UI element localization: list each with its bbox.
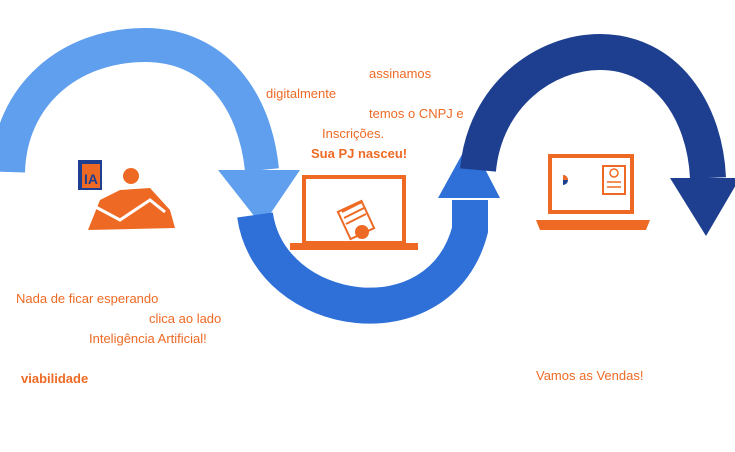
ia-badge: IA (84, 171, 98, 187)
step2-line4: Inscrições. (322, 126, 385, 141)
step2-line3: temos o CNPJ e (369, 106, 464, 121)
step1-line2: clica ao lado (149, 311, 222, 326)
step2-highlight: Sua PJ nasceu! (311, 146, 408, 161)
laptop-payment-icon (536, 154, 650, 230)
laptop-document-icon (290, 175, 418, 250)
step1-label: viabilidade (21, 371, 89, 386)
step1-line3: Inteligência Artificial! (89, 331, 207, 346)
arrow-step-1 (0, 27, 300, 226)
step1-line1: Nada de ficar esperando (16, 291, 159, 306)
ai-image-icon: IA (78, 160, 175, 230)
step2-line1: assinamos (369, 66, 432, 81)
arrow-step-3 (460, 33, 735, 236)
step2-line2: digitalmente (266, 86, 337, 101)
step3-text: Vamos as Vendas! (536, 368, 644, 383)
